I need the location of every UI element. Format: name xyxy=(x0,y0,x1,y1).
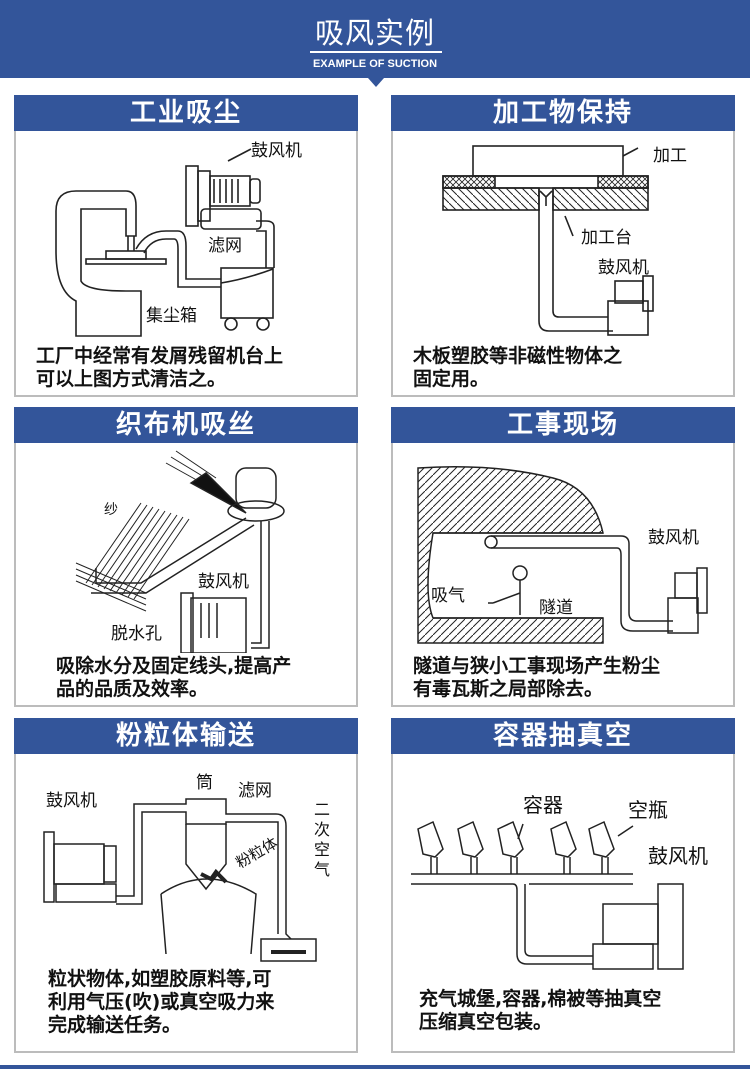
caption-line: 充气城堡,容器,棉被等抽真空 xyxy=(419,988,662,1010)
label-secondary-air: 二次空气 xyxy=(314,800,331,879)
caption-line: 利用气压(吹)或真空吸力来 xyxy=(48,991,275,1013)
caption-line: 可以上图方式清洁之。 xyxy=(36,368,227,390)
label-drain-hole: 脱水孔 xyxy=(111,624,162,644)
caption-line: 完成输送任务。 xyxy=(48,1014,182,1036)
caption-line: 固定用。 xyxy=(413,368,490,390)
card-caption: 工厂中经常有发屑残留机台上 可以上图方式清洁之。 xyxy=(36,345,348,391)
label-cylinder: 筒 xyxy=(196,773,213,793)
banner-notch xyxy=(368,78,384,87)
label-blower: 鼓风机 xyxy=(46,791,97,811)
caption-line: 吸除水分及固定线头,提高产 xyxy=(56,655,292,677)
page-subtitle: EXAMPLE OF SUCTION xyxy=(312,58,438,70)
card-construction-site: 工事现场 鼓风机 吸气 隧道 隧道与狭小工事现场产生粉尘 有毒瓦斯之局部除去。 xyxy=(391,407,735,707)
label-workpiece: 加工 xyxy=(653,146,687,166)
caption-line: 压缩真空包装。 xyxy=(419,1011,553,1033)
label-blower: 鼓风机 xyxy=(251,141,302,161)
card-caption: 充气城堡,容器,棉被等抽真空 压缩真空包装。 xyxy=(419,988,725,1034)
caption-line: 粒状物体,如塑胶原料等,可 xyxy=(48,968,272,990)
label-tunnel: 隧道 xyxy=(539,598,573,618)
caption-line: 有毒瓦斯之局部除去。 xyxy=(413,678,604,700)
card-title: 工事现场 xyxy=(391,407,735,443)
title-divider xyxy=(310,51,442,53)
page-title: 吸风实例 xyxy=(314,16,435,50)
diagram-construction-site: 鼓风机 吸气 隧道 xyxy=(393,443,733,653)
card-title: 加工物保持 xyxy=(391,95,735,131)
card-title: 工业吸尘 xyxy=(14,95,358,131)
diagram-loom-suction: 纱 鼓风机 脱水孔 xyxy=(16,443,356,653)
caption-line: 品的品质及效率。 xyxy=(56,678,209,700)
card-caption: 吸除水分及固定线头,提高产 品的品质及效率。 xyxy=(56,655,348,701)
card-title: 粉粒体输送 xyxy=(14,718,358,754)
diagram-container-vacuum: 容器 空瓶 鼓风机 xyxy=(393,754,733,984)
card-title: 织布机吸丝 xyxy=(14,407,358,443)
bottom-border xyxy=(0,1065,750,1069)
caption-line: 隧道与狭小工事现场产生粉尘 xyxy=(413,655,661,677)
label-intake: 吸气 xyxy=(431,586,465,606)
label-blower: 鼓风机 xyxy=(648,528,699,548)
card-loom-suction: 织布机吸丝 纱 鼓风机 脱水孔 吸除水分及固定线头,提高产 品的品质及效率。 xyxy=(14,407,358,707)
page-banner: 吸风实例 EXAMPLE OF SUCTION xyxy=(0,0,750,78)
label-container: 容器 xyxy=(523,793,563,817)
label-dust-box: 集尘箱 xyxy=(146,306,197,326)
card-container-vacuum: 容器抽真空 容器 空瓶 鼓风机 充气城堡,容器,棉被等抽真空 压缩真空包装。 xyxy=(391,718,735,1053)
diagram-workpiece-holding: 加工 加工台 鼓风机 xyxy=(393,131,733,341)
label-blower: 鼓风机 xyxy=(198,572,249,592)
card-caption: 木板塑胶等非磁性物体之 固定用。 xyxy=(413,345,725,391)
caption-line: 木板塑胶等非磁性物体之 xyxy=(413,345,623,367)
card-workpiece-holding: 加工物保持 加工 加工台 鼓风机 木板塑胶等非磁性物体之 固定用。 xyxy=(391,95,735,397)
diagram-industrial-dust: 鼓风机 滤网 集尘箱 xyxy=(16,131,356,341)
card-powder-conveying: 粉粒体输送 鼓风机 筒 滤网 粉粒体 二次空气 粒状物体,如塑胶原料等,可 利用… xyxy=(14,718,358,1053)
label-empty-bottle: 空瓶 xyxy=(628,798,668,822)
card-title: 容器抽真空 xyxy=(391,718,735,754)
label-blower: 鼓风机 xyxy=(648,844,708,868)
label-filter: 滤网 xyxy=(238,781,272,801)
card-caption: 粒状物体,如塑胶原料等,可 利用气压(吹)或真空吸力来 完成输送任务。 xyxy=(48,968,348,1037)
caption-line: 工厂中经常有发屑残留机台上 xyxy=(36,345,284,367)
card-caption: 隧道与狭小工事现场产生粉尘 有毒瓦斯之局部除去。 xyxy=(413,655,725,701)
card-industrial-dust: 工业吸尘 鼓风机 滤网 集尘箱 xyxy=(14,95,358,397)
label-yarn: 纱 xyxy=(104,502,118,518)
label-work-table: 加工台 xyxy=(581,228,632,248)
diagram-powder-conveying: 鼓风机 筒 滤网 粉粒体 二次空气 xyxy=(16,754,356,964)
label-filter: 滤网 xyxy=(208,236,242,256)
label-blower: 鼓风机 xyxy=(598,258,649,278)
